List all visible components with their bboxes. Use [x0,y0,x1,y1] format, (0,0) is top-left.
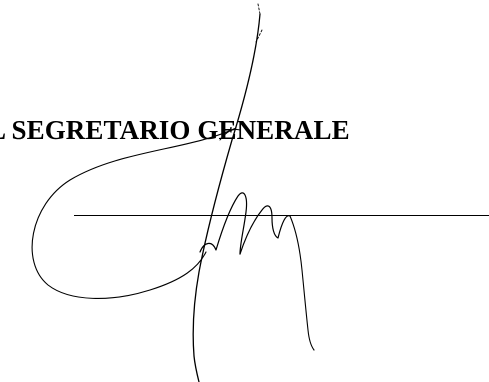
signatory-title: L SEGRETARIO GENERALE [0,115,350,145]
signature-line [74,215,489,216]
signature-stroke-peak-1 [199,192,248,255]
signature-stroke-tail [289,215,315,351]
signature-stroke-hook [219,129,241,141]
signature-stroke-main [192,13,261,382]
signature-stroke-top-trail [255,3,263,43]
signature-stroke-wave-2 [239,205,291,255]
signature-stroke-left-loop [31,127,237,300]
